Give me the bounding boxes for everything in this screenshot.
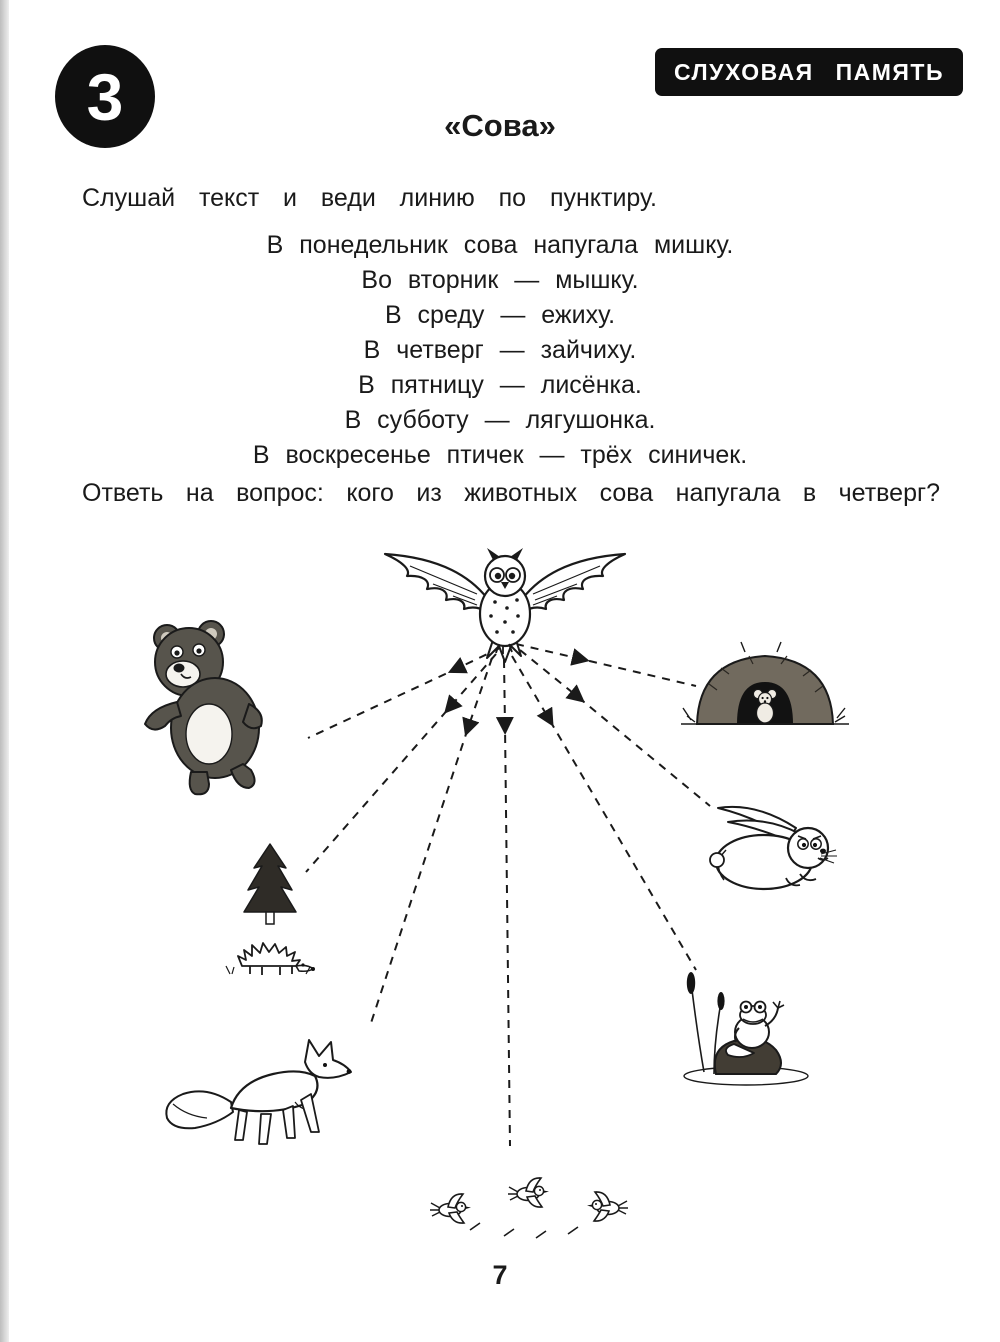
birds-illustration bbox=[429, 1177, 629, 1239]
story-line-friday: В пятницу — лисёнка. bbox=[358, 371, 642, 399]
story-line-sunday: В воскресенье птичек — трёх синичек. bbox=[252, 441, 748, 469]
fir-tree-illustration bbox=[243, 843, 297, 925]
question-text: Ответь на вопрос: кого из животных сова … bbox=[82, 479, 940, 507]
page-number: 7 bbox=[492, 1260, 508, 1290]
owl-illustration bbox=[383, 548, 627, 663]
arrow-to-frog bbox=[511, 655, 697, 971]
mouse-icon bbox=[752, 688, 778, 724]
instruction-text: Слушай текст и веди линию по пунктиру. bbox=[82, 184, 657, 212]
arrow-to-hedgehog bbox=[305, 653, 497, 873]
lesson-number-badge: 3 bbox=[55, 45, 155, 148]
mouse-burrow-illustration bbox=[681, 641, 849, 725]
arrow-to-fox bbox=[369, 657, 493, 1027]
fox-illustration bbox=[165, 1039, 352, 1145]
section-header-label: СЛУХОВАЯ ПАМЯТЬ bbox=[673, 58, 945, 85]
scan-edge bbox=[0, 0, 9, 1342]
arrow-to-birds bbox=[495, 659, 514, 1147]
story-line-thursday: В четверг — зайчиху. bbox=[363, 336, 637, 364]
arrow-to-hare bbox=[519, 649, 711, 807]
lesson-number: 3 bbox=[86, 59, 124, 134]
story-line-tuesday: Во вторник — мышку. bbox=[361, 266, 639, 294]
arrow-to-mouse bbox=[515, 643, 697, 687]
story-line-saturday: В субботу — лягушонка. bbox=[344, 406, 656, 434]
page-title: «Сова» bbox=[444, 108, 556, 143]
arrow-to-bear bbox=[307, 647, 501, 739]
story-line-monday: В понедельник сова напугала мишку. bbox=[266, 231, 734, 259]
hare-illustration bbox=[709, 805, 837, 891]
section-header: СЛУХОВАЯ ПАМЯТЬ bbox=[655, 48, 963, 96]
bear-illustration bbox=[144, 620, 263, 796]
story-line-wednesday: В среду — ежиху. bbox=[384, 301, 616, 329]
story-text: В понедельник сова напугала мишку. Во вт… bbox=[0, 228, 1000, 473]
frog-illustration bbox=[683, 972, 809, 1086]
hedgehog-illustration bbox=[225, 942, 315, 975]
illustration-scene bbox=[144, 548, 849, 1239]
